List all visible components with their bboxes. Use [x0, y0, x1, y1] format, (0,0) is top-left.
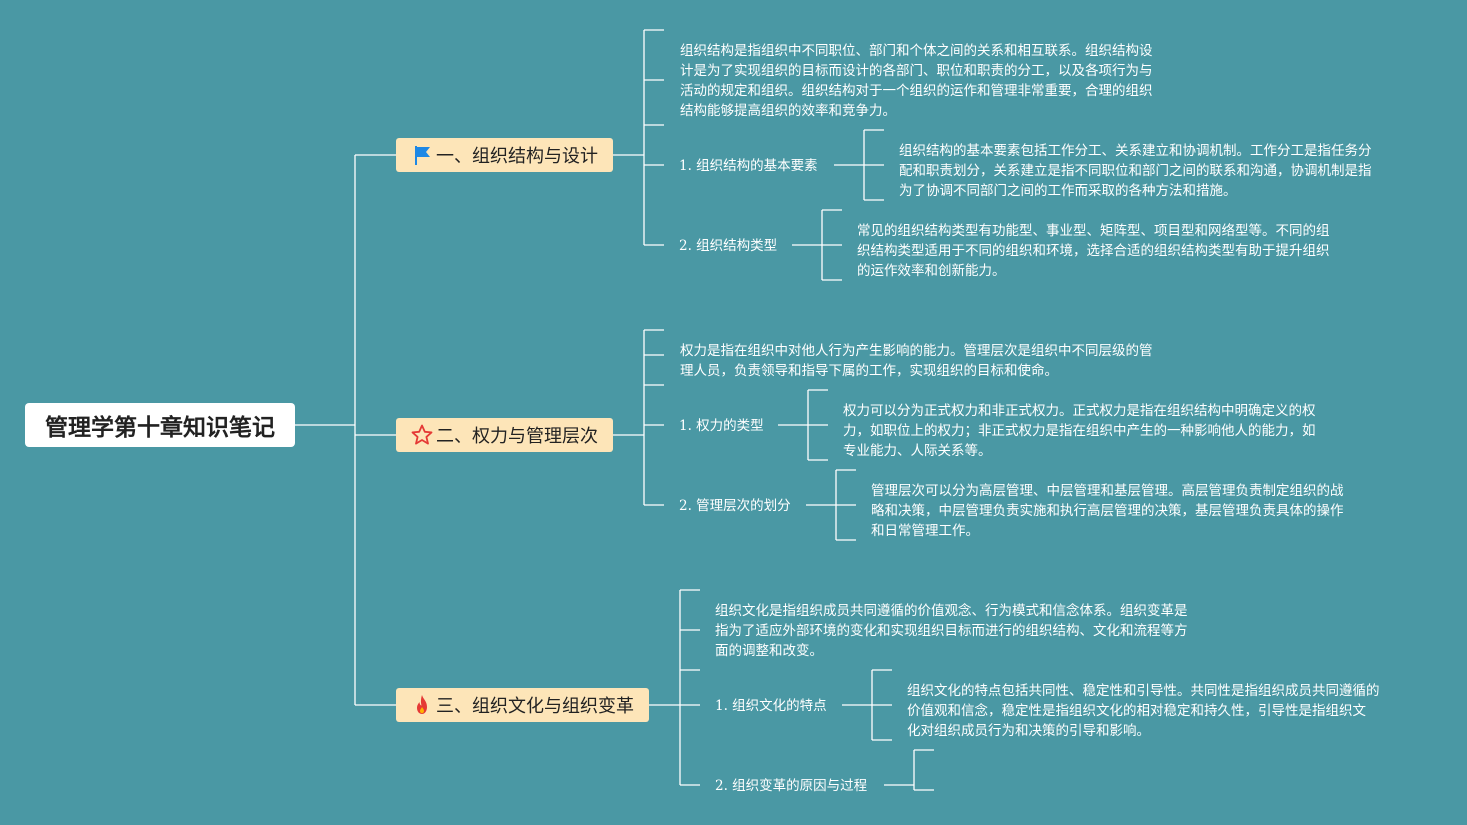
- subtopic-1-1-detail: 组织结构的基本要素包括工作分工、关系建立和协调机制。工作分工是指任务分 配和职责…: [899, 143, 1372, 199]
- star-icon: [410, 423, 434, 447]
- branch-label: 三、组织文化与组织变革: [436, 696, 634, 717]
- root-topic[interactable]: 管理学第十章知识笔记: [25, 403, 295, 447]
- branch-1-intro: 组织结构是指组织中不同职位、部门和个体之间的关系和相互联系。组织结构设 计是为了…: [680, 43, 1153, 119]
- branch-3-intro: 组织文化是指组织成员共同遵循的价值观念、行为模式和信念体系。组织变革是 指为了适…: [715, 603, 1188, 659]
- subtopic-management-levels[interactable]: 2. 管理层次的划分: [679, 498, 791, 514]
- subtopic-2-2-detail: 管理层次可以分为高层管理、中层管理和基层管理。高层管理负责制定组织的战 略和决策…: [871, 483, 1344, 539]
- branch-power-management-levels[interactable]: 二、权力与管理层次: [396, 418, 613, 452]
- subtopic-3-1-detail: 组织文化的特点包括共同性、稳定性和引导性。共同性是指组织成员共同遵循的 价值观和…: [907, 683, 1380, 739]
- branch-label: 二、权力与管理层次: [436, 426, 598, 447]
- subtopic-structure-types[interactable]: 2. 组织结构类型: [679, 238, 778, 254]
- subtopic-power-types[interactable]: 1. 权力的类型: [679, 418, 764, 434]
- flag-icon: [410, 143, 434, 167]
- subtopic-basic-elements[interactable]: 1. 组织结构的基本要素: [679, 158, 818, 174]
- subtopic-2-1-detail: 权力可以分为正式权力和非正式权力。正式权力是指在组织结构中明确定义的权 力，如职…: [843, 403, 1316, 459]
- branch-label: 一、组织结构与设计: [436, 146, 598, 167]
- subtopic-culture-features[interactable]: 1. 组织文化的特点: [715, 698, 827, 714]
- subtopic-1-2-detail: 常见的组织结构类型有功能型、事业型、矩阵型、项目型和网络型等。不同的组 织结构类…: [857, 223, 1330, 279]
- branch-culture-change[interactable]: 三、组织文化与组织变革: [396, 688, 649, 722]
- branch-organization-structure[interactable]: 一、组织结构与设计: [396, 138, 613, 172]
- branch-2-intro: 权力是指在组织中对他人行为产生影响的能力。管理层次是组织中不同层级的管 理人员，…: [680, 343, 1153, 379]
- fire-icon: [410, 693, 434, 717]
- subtopic-change-causes-process[interactable]: 2. 组织变革的原因与过程: [715, 778, 868, 794]
